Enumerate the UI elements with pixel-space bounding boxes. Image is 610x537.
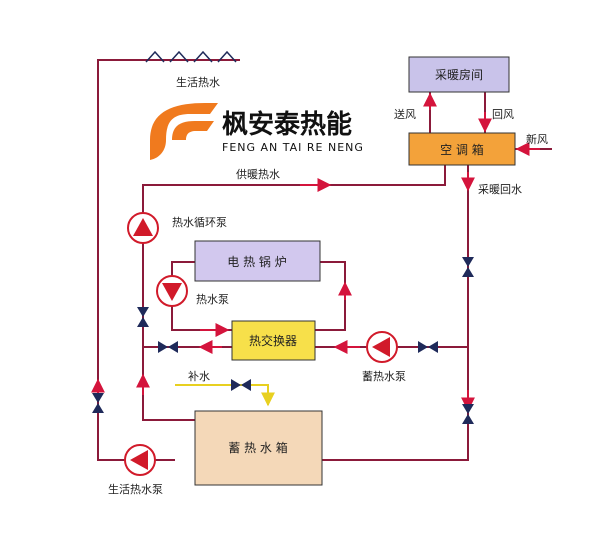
tap-outlet: [145, 50, 165, 63]
tap-outlet: [169, 50, 189, 63]
brand-logo: 枫安泰热能 FENG AN TAI RE NENG: [150, 103, 364, 160]
valve: [462, 404, 474, 424]
domestic-hot-water-pump: [124, 444, 156, 476]
brand-name: 枫安泰热能: [222, 109, 352, 140]
valve: [158, 341, 178, 353]
logo-mark-icon: [150, 103, 218, 140]
brand-subtitle: FENG AN TAI RE NENG: [222, 141, 364, 154]
storage-pump: [366, 331, 398, 363]
label-fresh-air: 新风: [526, 132, 548, 146]
valve: [137, 307, 149, 327]
ahu-box: 空 调 箱: [408, 132, 516, 166]
pumps: [124, 212, 398, 476]
label-domestic-hot-water: 生活热水: [176, 75, 220, 89]
heating-return-pipe: [322, 165, 469, 461]
heating-supply-pipe: [142, 165, 446, 215]
equipment: 采暖房间 空 调 箱 电 热 锅 炉 热交换器 蓄 热 水 箱: [194, 56, 516, 486]
storage-tank-box: 蓄 热 水 箱: [194, 410, 323, 486]
heat-exchanger-label: 热交换器: [249, 333, 297, 348]
label-heating-hot-water: 供暖热水: [236, 167, 280, 181]
heating-room-box: 采暖房间: [408, 56, 510, 93]
tap-outlet: [217, 50, 237, 63]
hot-water-pump: [156, 275, 188, 307]
label-domestic-hot-water-pump: 生活热水泵: [108, 482, 163, 496]
label-hot-water-pump: 热水泵: [196, 293, 229, 306]
label-heating-return-water: 采暖回水: [478, 183, 522, 196]
valve: [231, 379, 251, 391]
valves: [92, 257, 474, 424]
label-return-air: 回风: [492, 108, 514, 121]
labels: 生活热水 供暖热水 热水循环泵 热水泵 蓄热水泵 补水 生活热水泵 送风 回风 …: [108, 75, 548, 496]
electric-boiler-box: 电 热 锅 炉: [194, 240, 321, 282]
label-supply-air: 送风: [394, 107, 416, 121]
circulation-riser-pipe: [142, 240, 195, 421]
label-storage-pump: 蓄热水泵: [362, 370, 406, 383]
tap-outlet: [193, 50, 213, 63]
heat-exchanger-box: 热交换器: [231, 320, 316, 361]
valve: [462, 257, 474, 277]
valve: [418, 341, 438, 353]
label-makeup-water: 补水: [188, 370, 210, 383]
tap-outlets: [145, 50, 237, 63]
makeup-water-line: [175, 384, 275, 407]
ahu-label: 空 调 箱: [440, 142, 484, 157]
label-hot-water-circ-pump: 热水循环泵: [172, 216, 227, 229]
hot-water-circ-pump: [127, 212, 159, 244]
storage-tank-label: 蓄 热 水 箱: [228, 440, 287, 455]
electric-boiler-label: 电 热 锅 炉: [227, 254, 286, 269]
valve: [92, 393, 104, 413]
heating-room-label: 采暖房间: [435, 67, 483, 82]
flow-arrows: [91, 92, 540, 412]
